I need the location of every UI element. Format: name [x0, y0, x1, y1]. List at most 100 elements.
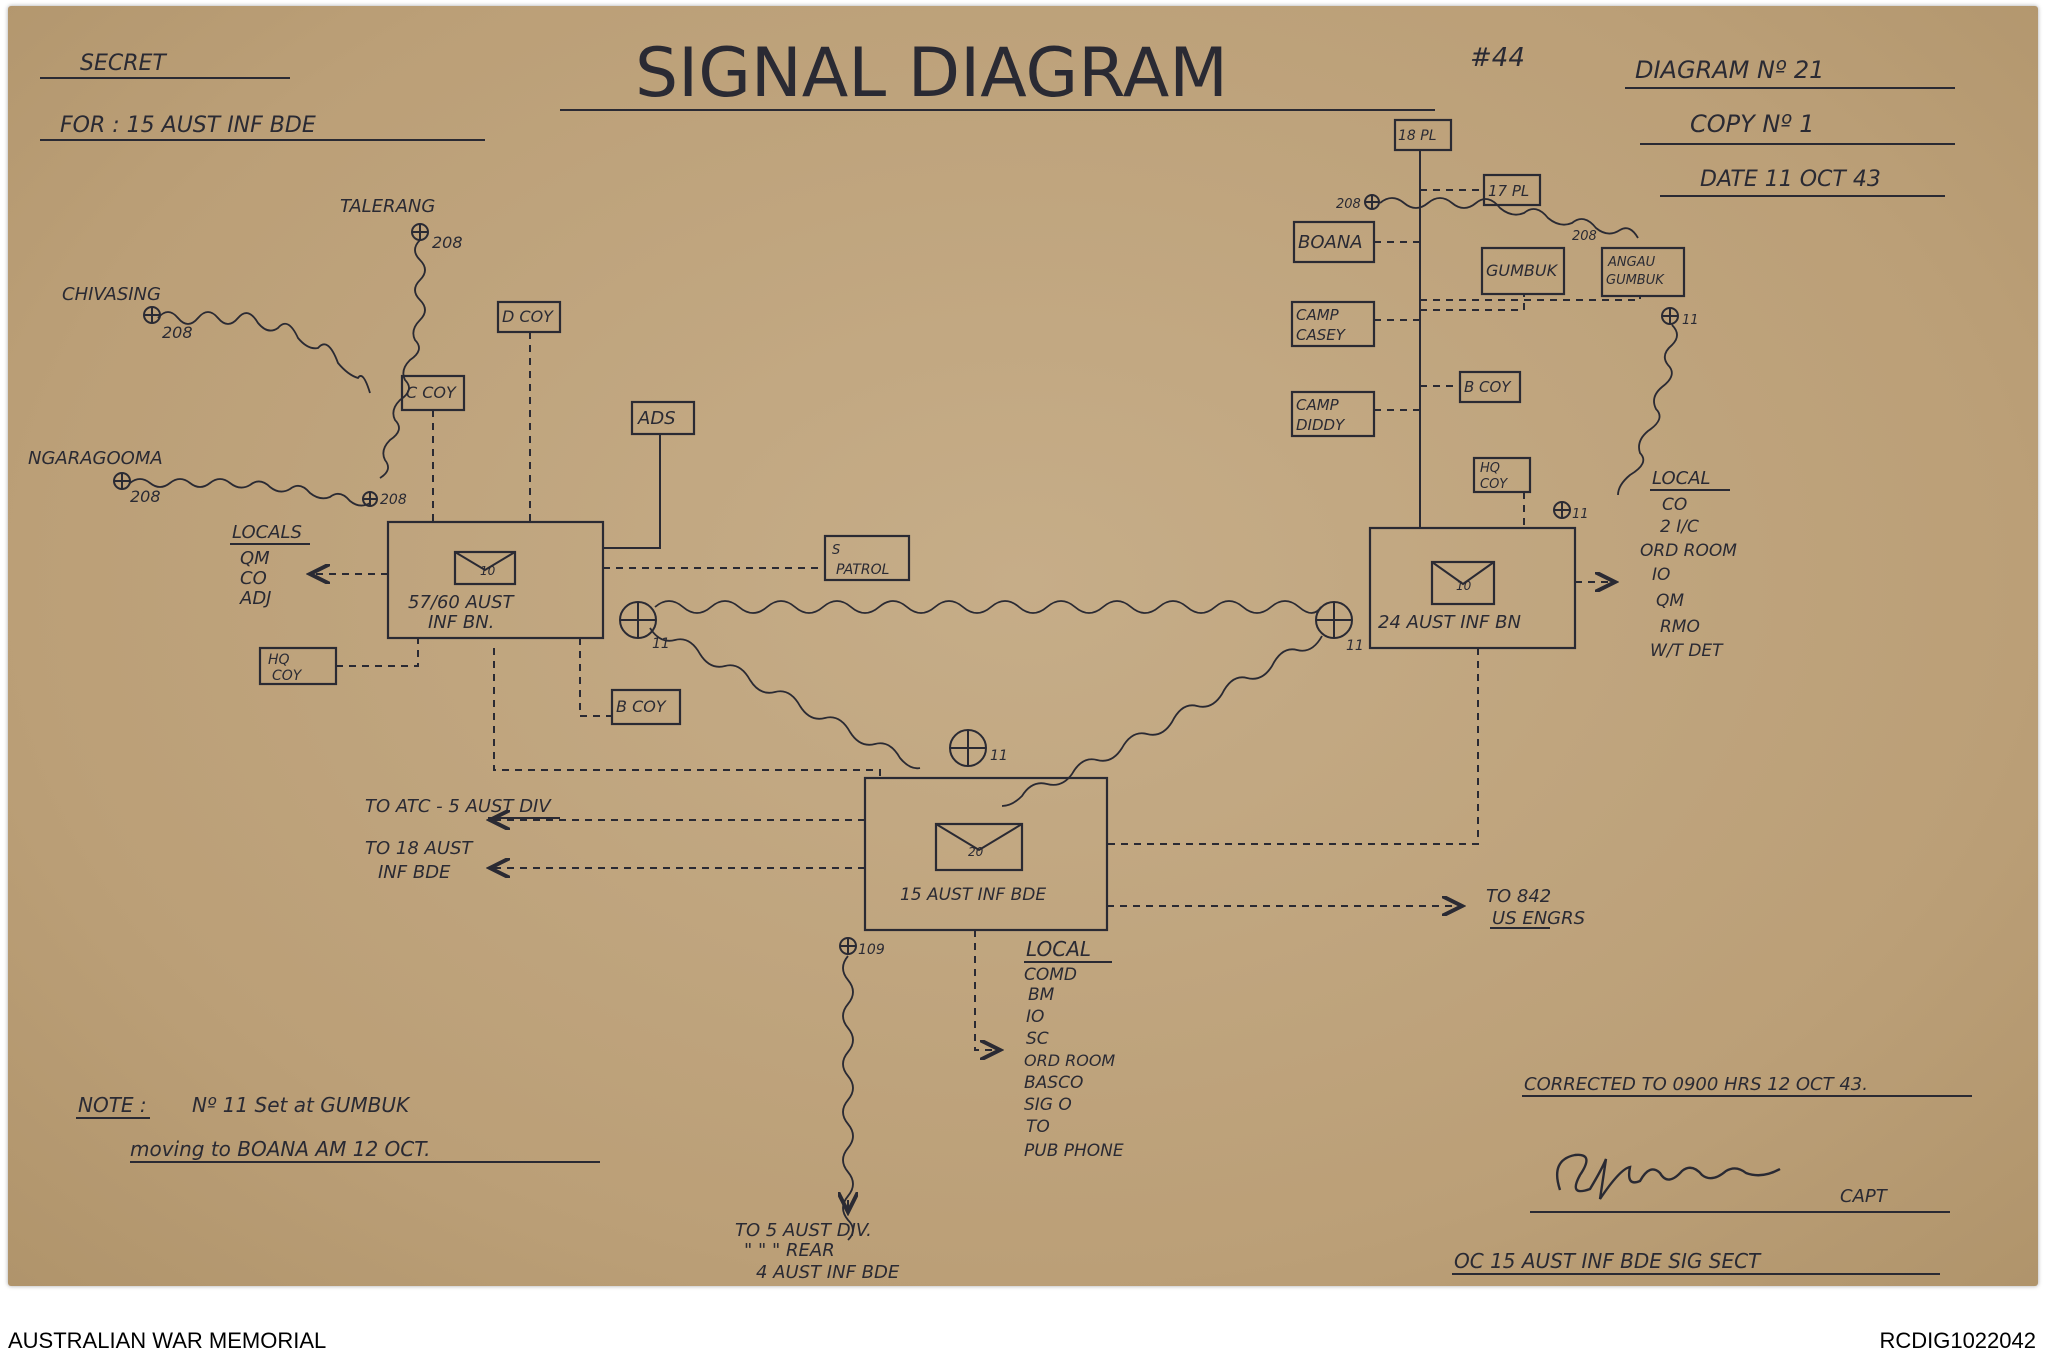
bn5760-code: 10: [480, 564, 496, 578]
bn5760-bcoy-box: [610, 688, 682, 726]
bde-local-pubphone: PUB PHONE: [1024, 1141, 1124, 1161]
bde-local-to: TO: [1026, 1117, 1050, 1137]
bn24-camp-casey-1: CAMP: [1296, 306, 1340, 324]
radio-set-symbol-bn5760-208: [362, 491, 378, 507]
bde-local-ordroom: ORD ROOM: [1024, 1051, 1115, 1070]
bn24-local-ordroom: ORD ROOM: [1640, 541, 1737, 561]
bn24-local-rmo: RMO: [1660, 617, 1700, 637]
bde-local-comd: COMD: [1024, 965, 1077, 985]
bn5760-name-line1: 57/60 AUST: [408, 592, 516, 613]
bde-to-atc: TO ATC - 5 AUST DIV: [365, 796, 552, 817]
radio-set-symbol-bn24-11: [1315, 601, 1353, 639]
bn24-local-io: IO: [1652, 565, 1670, 585]
bn24-18pl-box: [1393, 118, 1453, 152]
bn24-hqcoy-2: COY: [1480, 477, 1508, 492]
bn24-name: 24 AUST INF BN: [1378, 612, 1521, 633]
bn24-18pl-label: 18 PL: [1398, 128, 1437, 144]
bn24-camp-diddy-box: [1290, 390, 1376, 438]
wireless-link-bn24-right: [1617, 324, 1678, 496]
set-number-talerang: 208: [432, 233, 463, 252]
corrected-label: CORRECTED TO 0900 HRS 12 OCT 43.: [1524, 1074, 1868, 1095]
bn5760-ads-label: ADS: [637, 408, 676, 429]
bn5760-patrol-label: PATROL: [836, 562, 889, 578]
set-number-bn24-top: 208: [1336, 197, 1361, 212]
bn5760-local-co: CO: [240, 568, 267, 589]
bde-code: 20: [968, 845, 984, 859]
bn24-local-2ic: 2 I/C: [1660, 517, 1699, 537]
bde-to-18-line1: TO 18 AUST: [365, 838, 474, 859]
wireless-link-right-bde: [1001, 635, 1323, 807]
signature: [1555, 1153, 1781, 1200]
note-label: NOTE :: [78, 1093, 147, 1117]
set-number-bn5760: 208: [380, 492, 407, 508]
radio-set-symbol-bde-109: [839, 937, 857, 955]
bn5760-hqcoy-2: COY: [272, 668, 303, 684]
wireless-link-ngaragooma: [129, 478, 371, 507]
set-number-ngaragooma: 208: [130, 487, 161, 506]
bde-to-842-line1: TO 842: [1486, 886, 1551, 907]
note-line1: Nº 11 Set at GUMBUK: [192, 1093, 411, 1117]
bn24-17pl-label: 17 PL: [1488, 182, 1529, 200]
signal-diagram: SECRET FOR : 15 AUST INF BDE SIGNAL DIAG…: [28, 34, 1972, 1283]
bn24-boana-label: BOANA: [1298, 232, 1363, 253]
bn24-angau-box: [1600, 246, 1686, 298]
bde-hq-symbol: [934, 822, 1024, 872]
radio-set-symbol-bn5760-11: [619, 601, 657, 639]
bn5760-hqcoy-1: HQ: [268, 652, 290, 668]
bn24-box: [1368, 526, 1577, 650]
bn5760-hq-symbol: [453, 550, 517, 586]
bn24-angau-1: ANGAU: [1607, 255, 1656, 270]
footer-record-id: RCDIG1022042: [1879, 1328, 2036, 1353]
bn24-17pl-box: [1482, 173, 1542, 207]
wireless-link-talerang: [379, 239, 426, 479]
wireless-link-left-right: [654, 600, 1322, 614]
set-number-bn24-right: 11: [1682, 313, 1699, 328]
bn24-camp-casey-2: CASEY: [1296, 326, 1347, 344]
bn24-angau-2: GUMBUK: [1606, 273, 1665, 288]
bn5760-name-line2: INF BN.: [428, 612, 494, 633]
bde-local-title: LOCAL: [1026, 937, 1091, 961]
bn5760-patrol-s: S: [832, 543, 840, 558]
document-date: DATE 11 OCT 43: [1700, 167, 1881, 192]
bn5760-local-adj: ADJ: [239, 588, 271, 609]
set-number-bde-109: 109: [858, 942, 885, 958]
bde-to-5div-line1: TO 5 AUST DIV.: [735, 1220, 872, 1241]
bn24-hq-symbol: [1430, 560, 1496, 606]
bn5760-local-qm: QM: [240, 548, 270, 569]
radio-set-symbol-bde-11: [949, 729, 987, 767]
bde-local-basco: BASCO: [1024, 1073, 1083, 1093]
bn5760-patrol-box: [823, 534, 911, 582]
bn5760-box: [386, 520, 605, 640]
wireless-link-bn24-top: [1379, 197, 1639, 239]
bde-to-5div-line3: 4 AUST INF BDE: [756, 1262, 900, 1283]
diagram-number: DIAGRAM Nº 21: [1635, 56, 1824, 84]
station-label-ngaragooma: NGARAGOOMA: [28, 448, 163, 469]
bn5760-locals-title: LOCALS: [232, 522, 302, 543]
bn5760-bcoy-label: B COY: [616, 697, 667, 716]
bde-box: [863, 776, 1109, 932]
secret-label: SECRET: [80, 51, 167, 76]
document-paper: [8, 6, 2038, 1286]
copy-number: COPY Nº 1: [1690, 110, 1815, 138]
bn24-local-qm: QM: [1656, 591, 1684, 611]
wireless-link-bde-south: [842, 955, 854, 1241]
bde-to-18-line2: INF BDE: [378, 862, 451, 883]
bde-local-sigo: SIG O: [1024, 1095, 1072, 1115]
page-title: SIGNAL DIAGRAM: [635, 34, 1228, 113]
bde-local-io: IO: [1026, 1007, 1044, 1027]
footer-archive-name: AUSTRALIAN WAR MEMORIAL: [8, 1328, 327, 1353]
bn5760-ads-box: [630, 400, 696, 436]
bn24-bcoy-label: B COY: [1464, 378, 1512, 396]
radio-set-symbol-bn24-right: [1661, 307, 1679, 325]
bn24-camp-casey-box: [1290, 300, 1376, 348]
radio-set-symbol-bn24-hq: [1553, 501, 1571, 519]
station-label-chivasing: CHIVASING: [62, 284, 161, 305]
bn24-local-co: CO: [1662, 495, 1687, 515]
bde-name: 15 AUST INF BDE: [900, 885, 1046, 905]
set-number-bde-11: 11: [990, 748, 1008, 764]
bn24-camp-diddy-2: DIDDY: [1296, 416, 1346, 434]
radio-set-symbol-talerang: [411, 223, 429, 241]
wireless-link-chivasing: [157, 311, 371, 394]
bn24-hqcoy-box: [1472, 456, 1532, 494]
set-number-bn24-gumbuk: 208: [1572, 229, 1597, 244]
